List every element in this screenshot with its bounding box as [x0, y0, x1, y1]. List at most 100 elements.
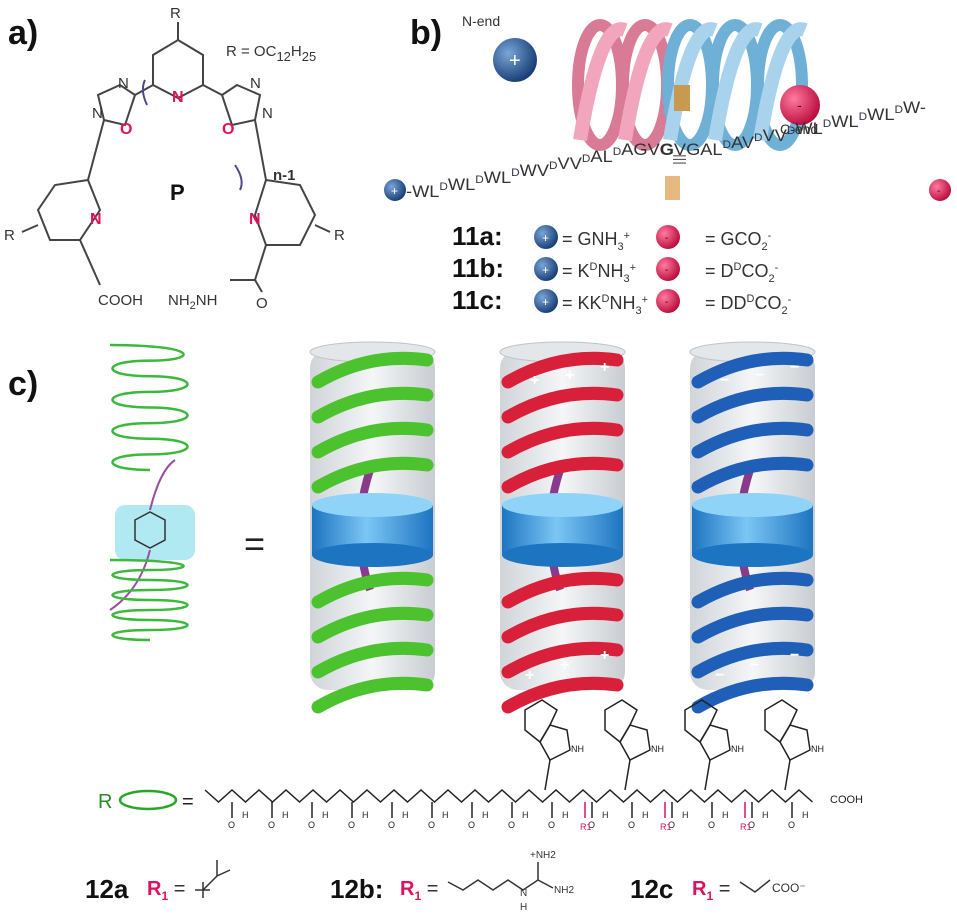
helix-turn-front — [573, 22, 628, 142]
disk-top — [692, 493, 813, 517]
helix-turn-front — [708, 22, 763, 142]
d-amino-marker: D — [582, 153, 591, 165]
indole-nh: NH — [811, 744, 824, 754]
amide-nh: H — [282, 810, 289, 820]
helix-ribbon — [501, 676, 624, 714]
indole-benzene — [684, 699, 718, 744]
n-pyridine-right: N — [249, 211, 261, 228]
minus-sign: - — [665, 233, 668, 244]
sequence-segment: WL — [484, 168, 511, 187]
minus-sign: - — [665, 297, 668, 308]
n-oxa-left-2: N — [92, 105, 103, 122]
sequence-segment: WL — [867, 105, 894, 124]
r1-label: R1 — [660, 822, 672, 832]
c-terminus-formula: = DDDCO2- — [705, 293, 792, 317]
sequence-segment: WV — [520, 161, 550, 180]
hydrazide-group: NH2NH — [168, 292, 217, 312]
n-central: N — [172, 89, 184, 106]
benzene-ring — [134, 511, 166, 549]
helix-ribbon — [501, 606, 624, 644]
linker-bottom — [109, 549, 151, 611]
n-end-ball — [493, 38, 537, 82]
oxadiazole-right — [220, 83, 262, 127]
helix-ribbon — [311, 641, 434, 679]
plus-sign: + — [542, 295, 549, 309]
carboxylate-group: COO⁻ — [772, 881, 806, 895]
c-term-ball — [656, 257, 680, 281]
panel-a: a) R = OC12H25 R N N — [4, 5, 345, 312]
disk-top — [312, 493, 433, 517]
minus-sign: - — [937, 186, 940, 197]
helix-ribbon — [501, 456, 624, 494]
repeat-count: n-1 — [273, 167, 296, 184]
chemical-structure-p: R N N N O N N O N N n-1 P R R COOH NH2NH… — [4, 5, 345, 312]
indole-benzene — [764, 699, 798, 744]
sequence-segment: VGAL — [674, 140, 723, 159]
positive-charge: + — [560, 657, 569, 674]
helix-turn-front — [753, 22, 808, 142]
isobutyl-group — [195, 860, 231, 898]
sequence-segment: VV — [558, 154, 583, 173]
r-def-mid: H — [291, 43, 302, 60]
hydrogen-bond-mark: ||| — [673, 154, 689, 165]
r-label: R — [98, 791, 112, 813]
helix-cylinder-model: ++++++ — [499, 341, 626, 714]
c-term-ball — [656, 225, 680, 249]
indole-ring — [699, 724, 731, 761]
carbonyl-oxygen: O — [548, 820, 555, 830]
sequence-segment: AV — [731, 133, 755, 152]
r-def-main: R = OC — [226, 43, 277, 60]
carbonyl-oxygen: O — [268, 820, 275, 830]
bond — [21, 224, 39, 233]
panel-c: c) = ++++++−−−−−− R = COOH OHOHOHOHOHOHO… — [8, 341, 863, 913]
amide-nh: H — [602, 810, 609, 820]
helix-ribbon — [311, 456, 434, 494]
indole-ring — [779, 724, 811, 761]
sequence-segment: VV — [763, 126, 788, 145]
amide-nh: H — [562, 810, 569, 820]
helix-ribbon — [501, 641, 624, 679]
glycine-marker — [674, 85, 690, 111]
bond — [79, 239, 101, 286]
r-top: R — [170, 5, 181, 22]
d-amino-marker: D — [549, 160, 558, 172]
helix-ribbon — [691, 456, 814, 494]
disk-top — [502, 493, 623, 517]
helix-sketch — [109, 558, 189, 642]
negative-charge: − — [790, 647, 799, 664]
n-terminus-formula: = KDNH3+ — [562, 261, 636, 285]
sequence-segment: -WL — [406, 182, 439, 201]
bond — [134, 84, 154, 96]
pyridine-left — [36, 178, 102, 241]
o-oxa-left: O — [120, 121, 132, 138]
r-def-sub1: 12 — [276, 49, 290, 64]
indole-nh: NH — [571, 744, 584, 754]
carbonyl-oxygen: O — [668, 820, 675, 830]
amide-nh: H — [522, 810, 529, 820]
compound-label: 11c: — [452, 285, 503, 315]
amide-nh: H — [762, 810, 769, 820]
r-left: R — [4, 227, 15, 244]
variant-label: 12c — [630, 874, 673, 904]
n-term-ball — [534, 257, 558, 281]
r1-equals: R1 = — [147, 878, 185, 903]
guanidine-h: H — [520, 902, 527, 913]
cooh-terminal: COOH — [830, 794, 863, 806]
linker-top — [149, 459, 176, 511]
peptide-structure: R = COOH OHOHOHOHOHOHOHOHOHOHOHOHOHOHOHN… — [98, 699, 863, 832]
carbonyl-oxygen: O — [468, 820, 475, 830]
compound-label: 11a: — [452, 221, 503, 251]
helix-ribbon — [501, 571, 624, 609]
helix-sketch — [109, 343, 189, 472]
carbonyl-oxygen: O — [348, 820, 355, 830]
helix-ribbon — [691, 606, 814, 644]
sequence-segment: AGV — [621, 140, 660, 159]
carbonyl-oxygen: O — [228, 820, 235, 830]
r1-equals: R1 = — [692, 878, 730, 903]
n-oxa-right-1: N — [250, 75, 261, 92]
bond — [254, 244, 267, 281]
helix-cylinder-model: −−−−−− — [689, 341, 816, 714]
indole-benzene — [604, 699, 638, 744]
